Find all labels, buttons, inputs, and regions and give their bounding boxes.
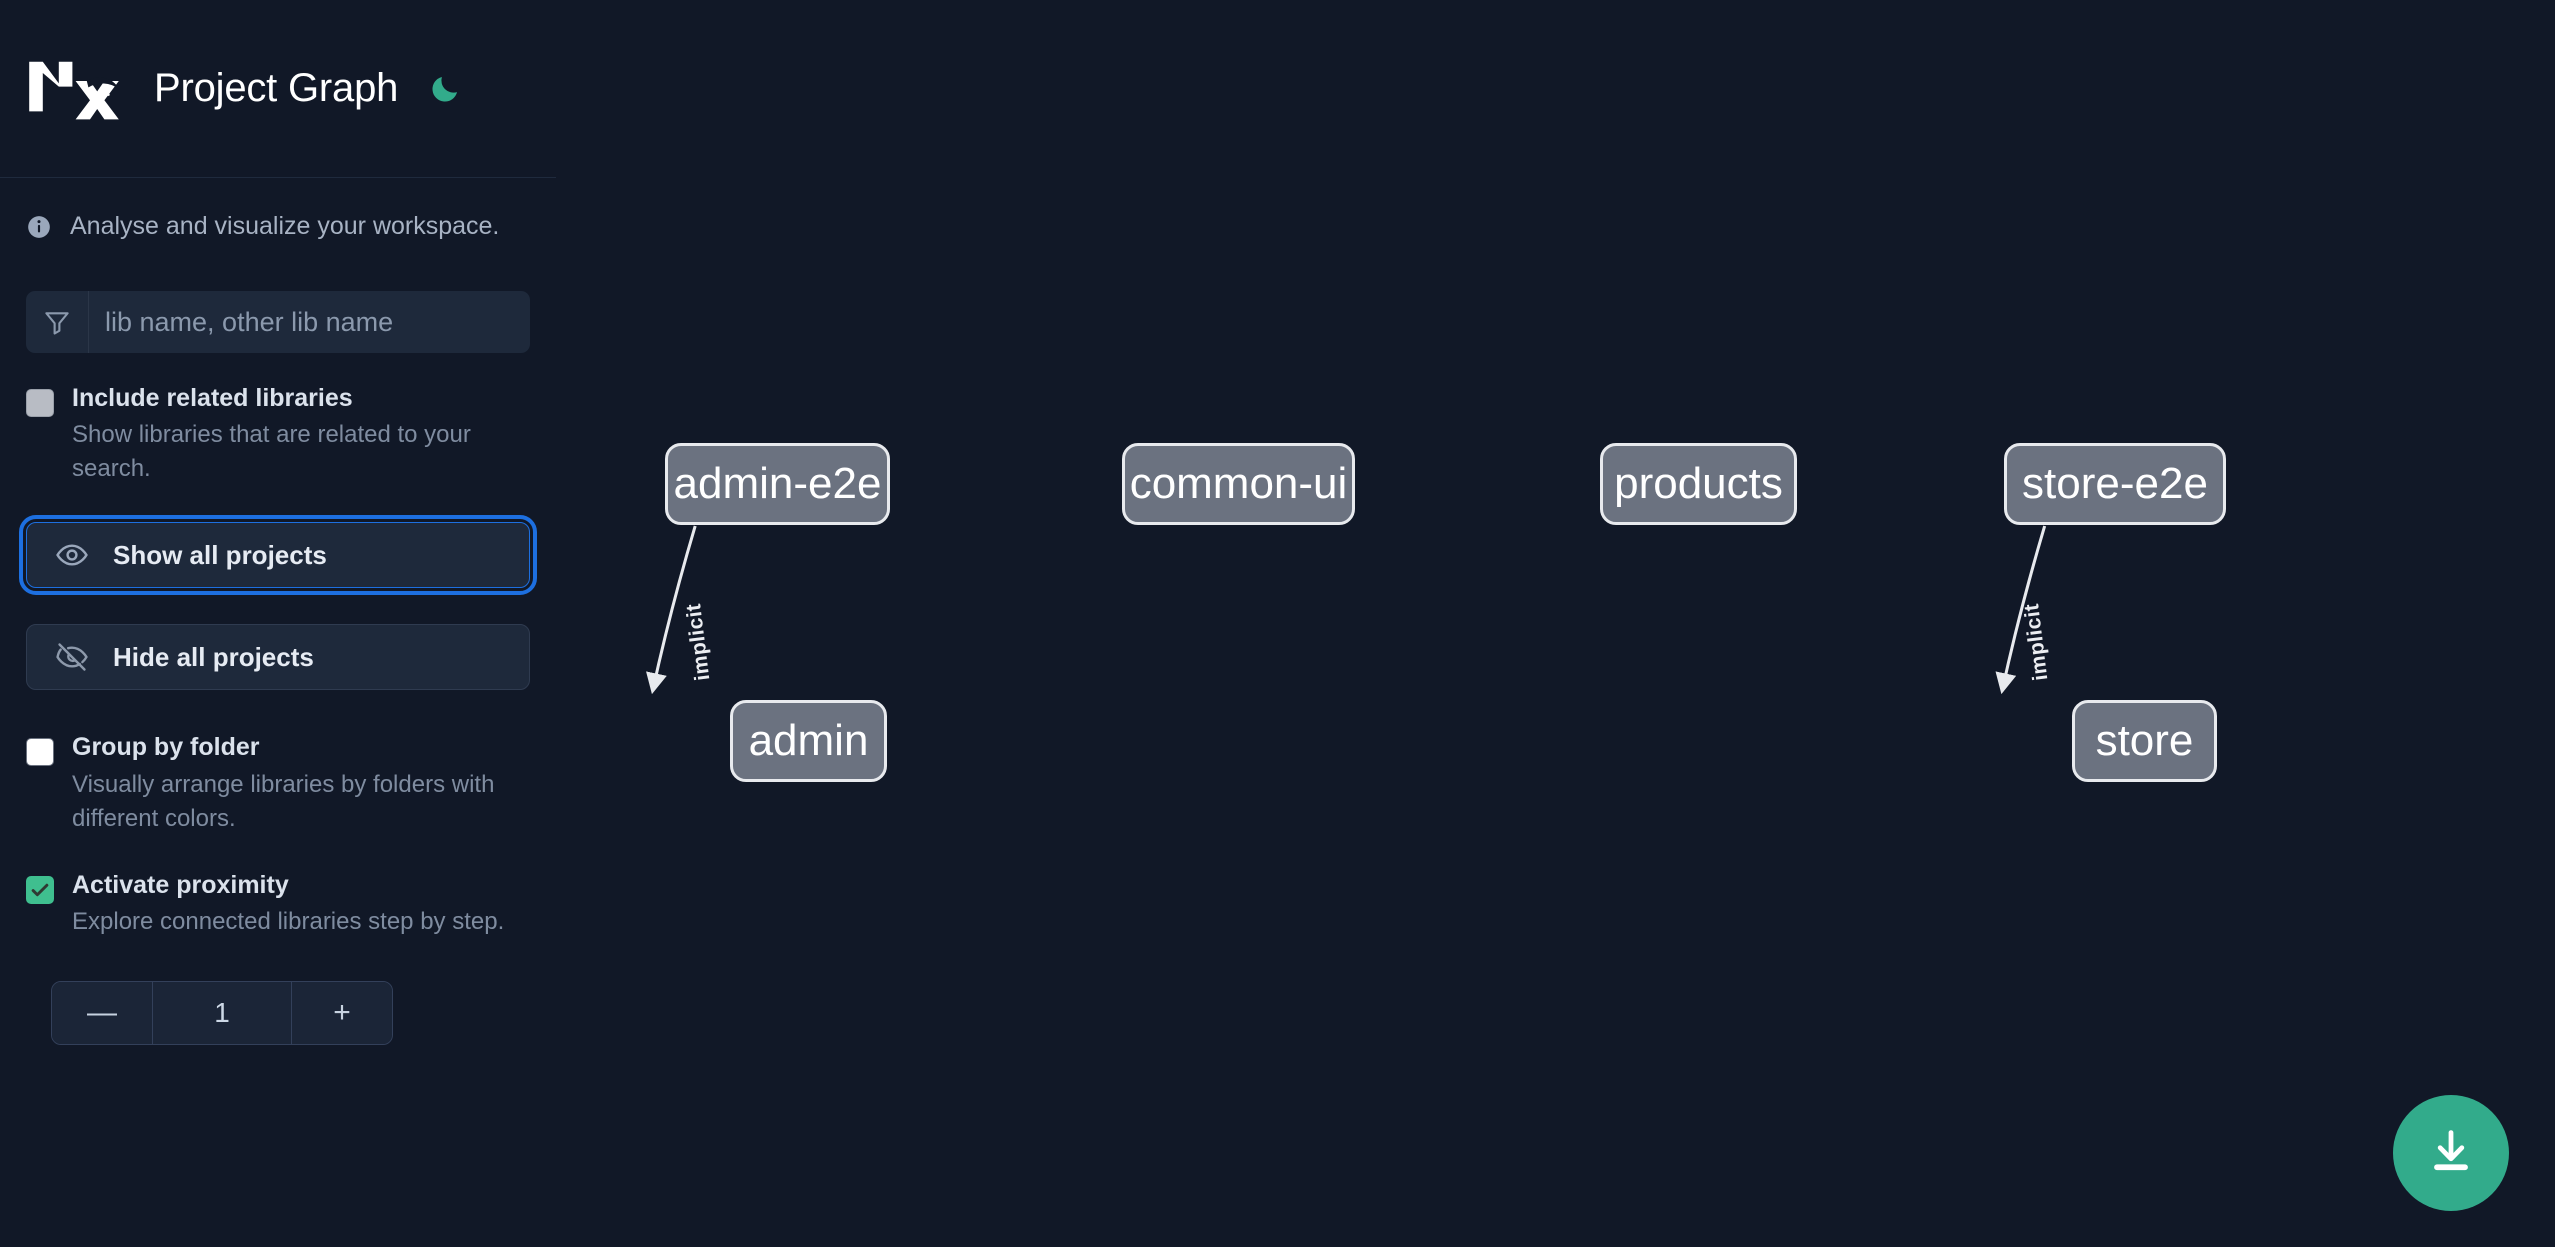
hide-all-projects-button[interactable]: Hide all projects	[26, 624, 530, 691]
graph-node-admin-e2e[interactable]: admin-e2e	[665, 443, 890, 525]
eye-icon	[55, 538, 89, 572]
nx-logo-icon	[26, 57, 122, 121]
moon-icon[interactable]	[422, 66, 468, 112]
checkbox-include-related-libraries[interactable]	[26, 389, 54, 417]
proximity-decrement-button[interactable]: —	[52, 982, 153, 1045]
option-description: Visually arrange libraries by folders wi…	[72, 770, 495, 832]
hide-all-projects-label: Hide all projects	[113, 641, 314, 672]
graph-node-label: store	[2095, 716, 2194, 765]
show-all-projects-label: Show all projects	[113, 539, 327, 570]
edge-admin-e2e-admin	[646, 525, 697, 695]
option-label: Include related libraries	[72, 384, 353, 412]
option-group-by-folder[interactable]: Group by folder Visually arrange librari…	[26, 732, 530, 835]
graph-node-common-ui[interactable]: common-ui	[1122, 443, 1355, 525]
page-title: Project Graph	[154, 66, 399, 110]
graph-edges	[646, 525, 2047, 695]
graph-node-store[interactable]: store	[2072, 700, 2217, 782]
proximity-value: 1	[153, 982, 291, 1045]
graph-node-admin[interactable]: admin	[730, 700, 887, 782]
proximity-increment-button[interactable]: +	[291, 982, 392, 1045]
show-all-projects-button[interactable]: Show all projects	[19, 515, 537, 596]
sidebar: Project Graph Analyse and visualize your…	[0, 0, 556, 1247]
sidebar-body: Include related libraries Show libraries…	[0, 291, 556, 1046]
filter-bar	[26, 291, 530, 353]
eye-off-icon	[55, 640, 89, 674]
option-label: Group by folder	[72, 733, 260, 762]
graph-node-label: common-ui	[1129, 459, 1348, 508]
option-label: Activate proximity	[72, 870, 289, 899]
download-graph-button[interactable]	[2393, 1095, 2509, 1211]
checkbox-activate-proximity[interactable]	[26, 875, 54, 904]
option-activate-proximity[interactable]: Activate proximity Explore connected lib…	[26, 870, 530, 939]
funnel-icon	[26, 291, 89, 353]
download-icon	[2425, 1125, 2477, 1182]
checkbox-group-by-folder[interactable]	[26, 738, 54, 767]
option-description: Explore connected libraries step by step…	[72, 908, 505, 936]
sidebar-header: Project Graph	[0, 0, 556, 178]
option-include-related-libraries[interactable]: Include related libraries Show libraries…	[26, 383, 530, 486]
tagline: Analyse and visualize your workspace.	[0, 178, 556, 241]
proximity-stepper: — 1 +	[51, 981, 393, 1046]
info-icon	[26, 214, 52, 240]
graph-node-label: admin-e2e	[673, 459, 882, 508]
tagline-text: Analyse and visualize your workspace.	[70, 212, 500, 240]
graph-node-products[interactable]: products	[1600, 443, 1797, 525]
graph-node-label: products	[1614, 459, 1783, 508]
graph-node-store-e2e[interactable]: store-e2e	[2004, 443, 2226, 525]
option-description: Show libraries that are related to your …	[72, 421, 471, 483]
graph-node-label: store-e2e	[2022, 459, 2208, 508]
search-input[interactable]	[89, 291, 530, 353]
graph-canvas[interactable]: admin-e2e common-ui products store-e2e a…	[556, 0, 2555, 1247]
edge-store-e2e-store	[1995, 525, 2047, 695]
graph-node-label: admin	[748, 716, 869, 765]
